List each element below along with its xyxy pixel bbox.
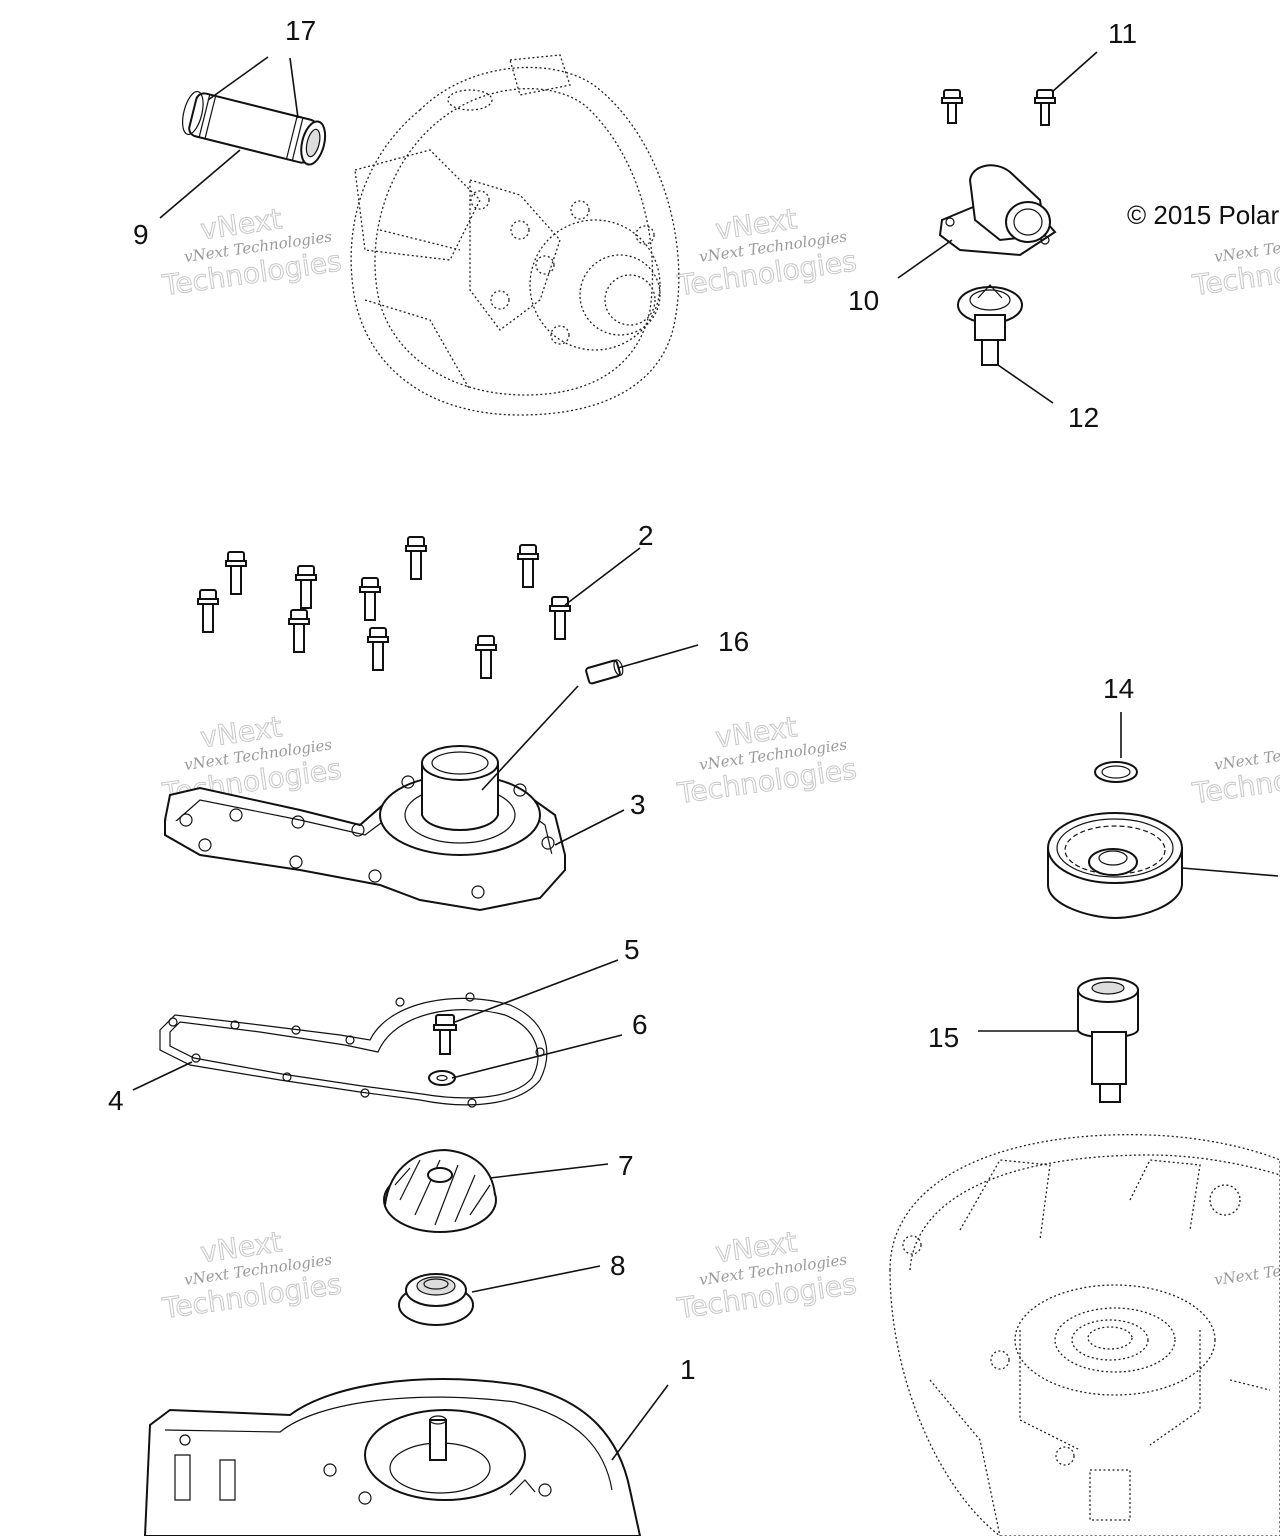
- bolt: [405, 536, 427, 580]
- part-2-bolts: [197, 536, 571, 679]
- callout-1: 1: [680, 1354, 696, 1385]
- bolt: [475, 635, 497, 679]
- callout-5: 5: [624, 934, 640, 965]
- part-4-gasket: [159, 992, 548, 1108]
- part-7-impeller: [383, 1148, 497, 1233]
- callout-16: 16: [718, 626, 749, 657]
- callout-4: 4: [108, 1085, 124, 1116]
- bolt: [367, 627, 389, 671]
- part-1-engine-cover: [143, 1378, 642, 1536]
- gear-assembly: [1047, 812, 1183, 920]
- callout-3: 3: [630, 789, 646, 820]
- part-16-pin: [585, 659, 624, 685]
- copyright-text: © 2015 Polaris: [1127, 200, 1280, 230]
- watermark-group: vNext Technologies Technologies vNext vN…: [159, 202, 1280, 1326]
- callout-17: 17: [285, 15, 316, 46]
- crankcase-housing: [889, 1134, 1280, 1536]
- bolt: [517, 544, 539, 588]
- clutch-cover-housing: [350, 54, 680, 416]
- part-14-o-ring: [1094, 761, 1138, 783]
- callout-2: 2: [638, 520, 654, 551]
- bolt: [288, 609, 310, 653]
- watermark-text: vNext Technologies: [1213, 1250, 1280, 1289]
- callout-7: 7: [618, 1150, 634, 1181]
- callout-9: 9: [133, 219, 149, 250]
- bolt: [549, 596, 571, 640]
- part-5-bolt: [433, 1014, 457, 1055]
- part-3-pump-cover: [163, 745, 567, 912]
- callout-11: 11: [1108, 18, 1137, 49]
- callout-8: 8: [610, 1250, 626, 1281]
- callout-6: 6: [632, 1009, 648, 1040]
- bolt: [197, 589, 219, 633]
- part-11-bolts: [941, 89, 1056, 126]
- part-8-seal: [398, 1273, 474, 1326]
- part-15-shaft: [1077, 977, 1139, 1103]
- callout-14: 14: [1103, 673, 1134, 704]
- callout-labels: 17 9 11 10 12 2 16 3 5 6 4 7 8 1 14 15: [108, 15, 1137, 1385]
- bolt: [295, 565, 317, 609]
- callout-12: 12: [1068, 402, 1099, 433]
- bolt: [359, 577, 381, 621]
- part-6-washer: [428, 1070, 456, 1086]
- bolt: [225, 551, 247, 595]
- callout-15: 15: [928, 1022, 959, 1053]
- part-9-tube: [182, 90, 327, 166]
- part-12-thermostat: [957, 284, 1023, 366]
- callout-10: 10: [848, 285, 879, 316]
- leader-lines: [132, 51, 1279, 1461]
- part-10-thermostat-housing: [938, 164, 1057, 257]
